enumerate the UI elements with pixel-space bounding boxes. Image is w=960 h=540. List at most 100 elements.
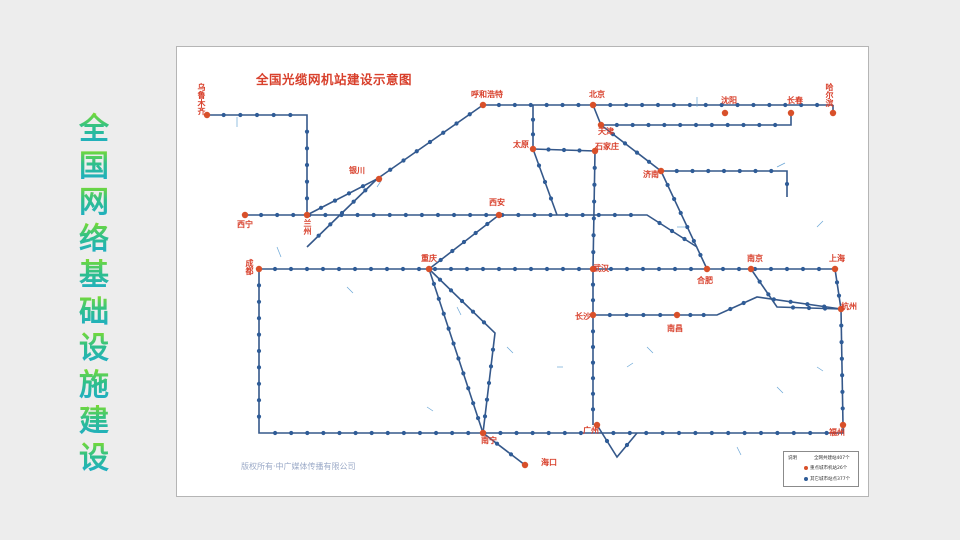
station-node — [822, 306, 828, 311]
station-node — [496, 102, 502, 108]
fiber-route-line — [840, 308, 844, 426]
station-node — [678, 210, 683, 216]
station-node — [580, 212, 585, 218]
station-node — [561, 147, 567, 153]
station-node — [530, 430, 535, 436]
node-dot-icon — [804, 476, 808, 481]
station-node — [321, 430, 326, 436]
station-node — [461, 239, 467, 245]
branch-stub — [626, 362, 634, 368]
station-node — [698, 252, 703, 258]
station-node — [530, 132, 536, 137]
station-node — [641, 312, 646, 318]
station-node — [221, 112, 226, 118]
station-node — [590, 329, 596, 334]
fiber-route-line — [593, 296, 842, 316]
station-node — [725, 122, 730, 128]
station-node — [353, 430, 358, 436]
station-node — [577, 148, 582, 153]
fiber-route-line — [258, 269, 597, 434]
station-node — [288, 266, 294, 272]
station-node — [417, 430, 423, 436]
station-node — [254, 112, 260, 118]
city-label: 呼和浩特 — [471, 90, 503, 99]
station-node — [450, 430, 455, 436]
station-node — [622, 141, 628, 146]
station-node — [728, 306, 733, 312]
station-node — [800, 266, 806, 272]
station-node — [757, 122, 762, 128]
slide-title-char: 络 — [79, 221, 109, 257]
station-node — [688, 266, 694, 272]
station-node — [604, 438, 610, 444]
station-node — [665, 182, 670, 188]
hub-node — [529, 145, 537, 153]
station-node — [484, 212, 489, 218]
slide-title-char: 网 — [79, 185, 109, 220]
station-node — [709, 430, 714, 436]
hub-node — [673, 311, 681, 319]
fiber-route-line — [592, 104, 708, 270]
station-node — [691, 238, 696, 244]
fiber-route-line — [482, 432, 526, 466]
hub-node — [589, 101, 597, 109]
station-node — [644, 430, 649, 436]
station-node — [693, 430, 698, 436]
hub-node — [255, 265, 263, 273]
hub-node — [375, 175, 383, 183]
hub-node — [589, 311, 597, 319]
station-node — [784, 266, 790, 272]
station-node — [808, 430, 813, 436]
station-node — [490, 347, 496, 352]
station-node — [536, 163, 542, 168]
slide-title-char: 设 — [79, 440, 109, 476]
station-node — [791, 430, 796, 436]
station-node — [672, 266, 678, 272]
station-node — [655, 102, 661, 108]
city-label: 福州 — [829, 428, 845, 437]
branch-stub — [646, 346, 654, 354]
station-node — [703, 102, 708, 108]
city-label: 南宁 — [481, 436, 497, 445]
station-node — [352, 266, 358, 272]
station-node — [256, 348, 262, 354]
station-node — [438, 257, 443, 263]
station-node — [508, 452, 514, 457]
branch-stub — [776, 162, 786, 168]
station-node — [758, 430, 764, 436]
station-node — [528, 102, 533, 108]
station-node — [839, 323, 844, 328]
station-node — [437, 277, 443, 282]
slide-title-char: 础 — [79, 294, 109, 330]
city-label: 南昌 — [667, 324, 683, 333]
station-node — [496, 266, 502, 272]
station-node — [836, 293, 842, 298]
station-node — [498, 430, 503, 436]
slide-title-char: 建 — [79, 404, 109, 439]
station-node — [339, 210, 345, 216]
station-node — [660, 430, 665, 436]
station-node — [461, 371, 466, 376]
station-node — [612, 212, 617, 218]
hub-node — [787, 109, 795, 117]
station-node — [662, 122, 667, 128]
station-node — [624, 312, 629, 318]
station-node — [544, 266, 550, 272]
hub-node — [521, 461, 529, 469]
hub-dot-icon — [804, 465, 808, 470]
station-node — [304, 146, 310, 151]
station-node — [741, 300, 746, 306]
station-node — [466, 430, 471, 436]
city-label: 海口 — [541, 458, 557, 467]
station-node — [678, 122, 683, 128]
station-node — [719, 102, 724, 108]
station-node — [512, 102, 517, 108]
station-node — [576, 266, 582, 272]
branch-stub — [776, 386, 784, 394]
hub-node — [703, 265, 711, 273]
hub-node — [479, 429, 487, 437]
station-node — [608, 266, 614, 272]
station-node — [516, 212, 521, 218]
hub-node — [831, 265, 839, 273]
station-node — [674, 168, 679, 174]
